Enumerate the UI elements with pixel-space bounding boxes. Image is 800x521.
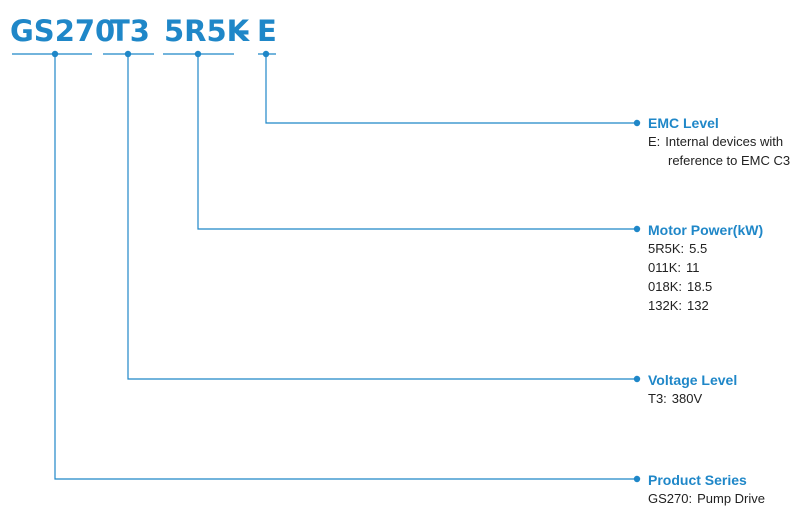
product-series-title: Product Series [648, 472, 747, 488]
product-series-block: Product Series GS270: Pump Drive [648, 471, 800, 508]
emc-entry-continuation: reference to EMC C3 [668, 153, 791, 168]
dot-power-end [633, 225, 641, 233]
voltage-level-block: Voltage Level T3: 380V [648, 371, 800, 408]
dot-emc-top [262, 50, 270, 58]
emc-entry-value: Internal devices with [665, 134, 784, 149]
power-entry-value: 5.5 [689, 241, 708, 256]
power-entry-value: 132 [686, 298, 709, 313]
dot-power-top [194, 50, 202, 58]
voltage-entry: T3: 380V [648, 389, 800, 408]
leader-power [197, 54, 637, 230]
voltage-level-title: Voltage Level [648, 372, 738, 388]
power-entry-code: 5R5K: [648, 241, 685, 256]
dot-voltage-top [124, 50, 132, 58]
voltage-entry-value: 380V [671, 391, 703, 406]
series-entry-value: Pump Drive [697, 491, 766, 506]
emc-level-block: EMC Level E: Internal devices with refere… [648, 114, 800, 170]
series-entry-code: GS270: [648, 491, 693, 506]
motor-power-title: Motor Power(kW) [648, 222, 764, 238]
series-entry: GS270: Pump Drive [648, 489, 800, 508]
power-entry-code: 011K: [648, 260, 682, 275]
model-part-voltage: T3 [110, 14, 150, 48]
leader-series [54, 54, 637, 480]
power-entry-value: 18.5 [686, 279, 713, 294]
power-entry: 132K: 132 [648, 296, 800, 315]
leader-emc [265, 54, 637, 124]
emc-entry-code: E: [648, 134, 661, 149]
model-part-power: 5R5K [164, 14, 250, 48]
power-entry-code: 132K: [648, 298, 682, 313]
leader-voltage [127, 54, 637, 380]
emc-level-title: EMC Level [648, 115, 719, 131]
dot-emc-end [633, 119, 641, 127]
model-part-emc: E [257, 14, 277, 48]
dot-voltage-end [633, 375, 641, 383]
power-entry-code: 018K: [648, 279, 682, 294]
power-entry: 011K: 11 [648, 258, 800, 277]
model-part-series: GS270 [10, 14, 116, 48]
dot-series-top [51, 50, 59, 58]
power-entry-value: 11 [686, 260, 700, 275]
power-entry: 5R5K: 5.5 [648, 239, 800, 258]
emc-entry: E: Internal devices with [648, 132, 800, 151]
model-part-dash: - [238, 14, 251, 48]
voltage-entry-code: T3: [648, 391, 667, 406]
motor-power-block: Motor Power(kW) 5R5K: 5.5 011K: 11 018K: 18… [648, 221, 800, 315]
power-entry: 018K: 18.5 [648, 277, 800, 296]
dot-series-end [633, 475, 641, 483]
